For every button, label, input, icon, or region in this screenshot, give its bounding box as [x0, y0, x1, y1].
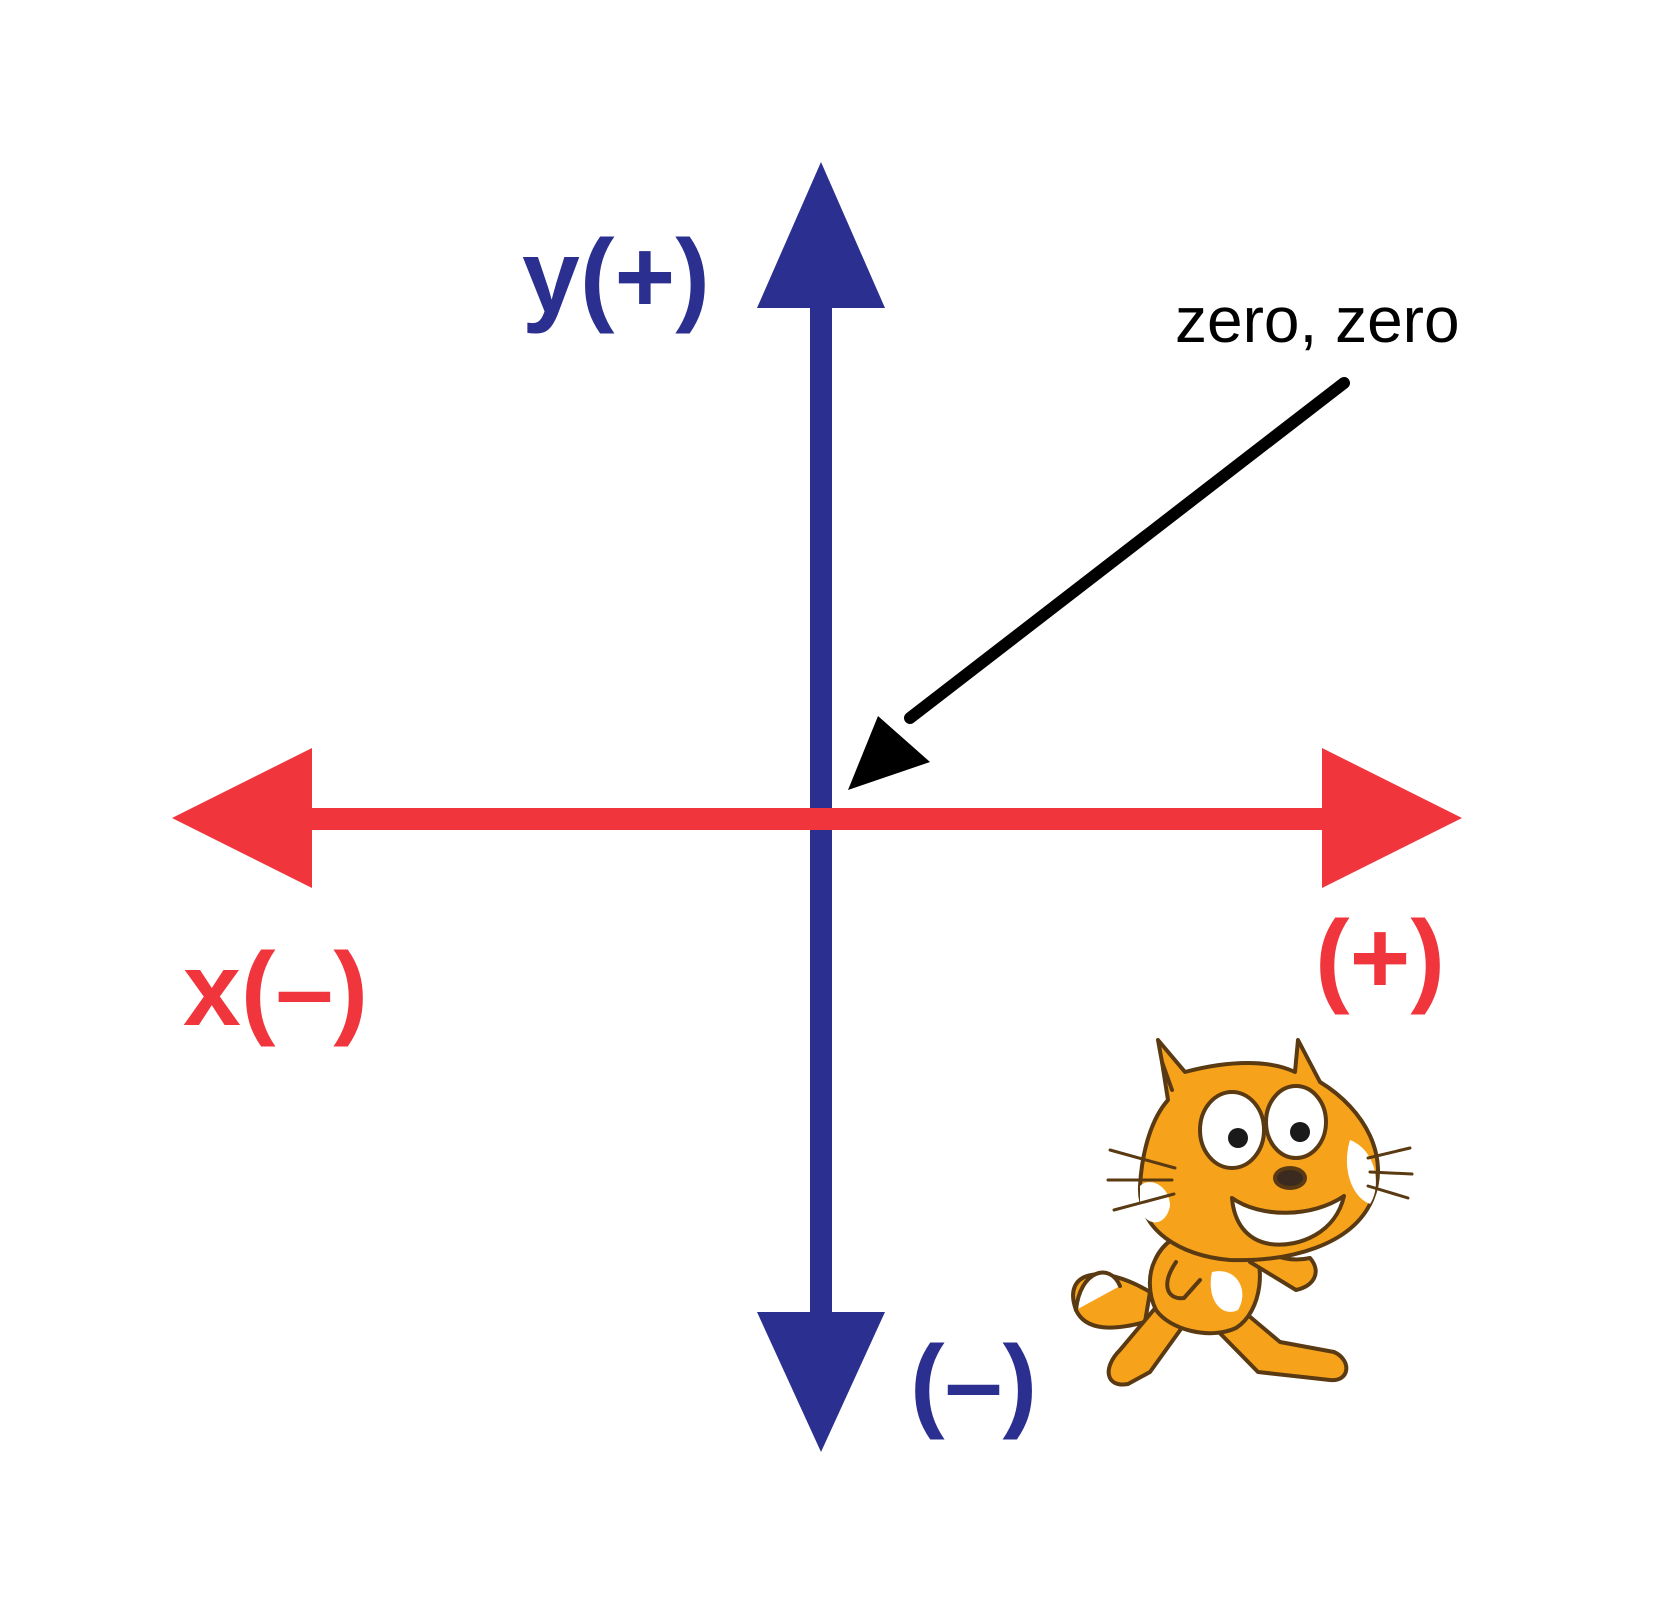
origin-pointer-head	[848, 716, 930, 790]
y-axis-up-arrowhead	[757, 162, 885, 308]
origin-label: zero, zero	[1175, 284, 1460, 356]
scratch-cat-icon	[1071, 1038, 1414, 1387]
y-positive-label: y(+)	[522, 219, 710, 335]
y-negative-label: (–)	[910, 1325, 1037, 1441]
x-negative-label: x(–)	[183, 932, 368, 1048]
x-axis	[172, 748, 1462, 888]
x-axis-line	[290, 808, 1360, 830]
origin-pointer-arrow	[848, 377, 1350, 790]
y-axis	[757, 162, 885, 1452]
origin-pointer-shaft	[904, 377, 1350, 724]
x-axis-right-arrowhead	[1322, 748, 1462, 888]
y-axis-down-arrowhead	[757, 1312, 885, 1452]
x-axis-left-arrowhead	[172, 748, 312, 888]
x-positive-label: (+)	[1315, 900, 1445, 1016]
